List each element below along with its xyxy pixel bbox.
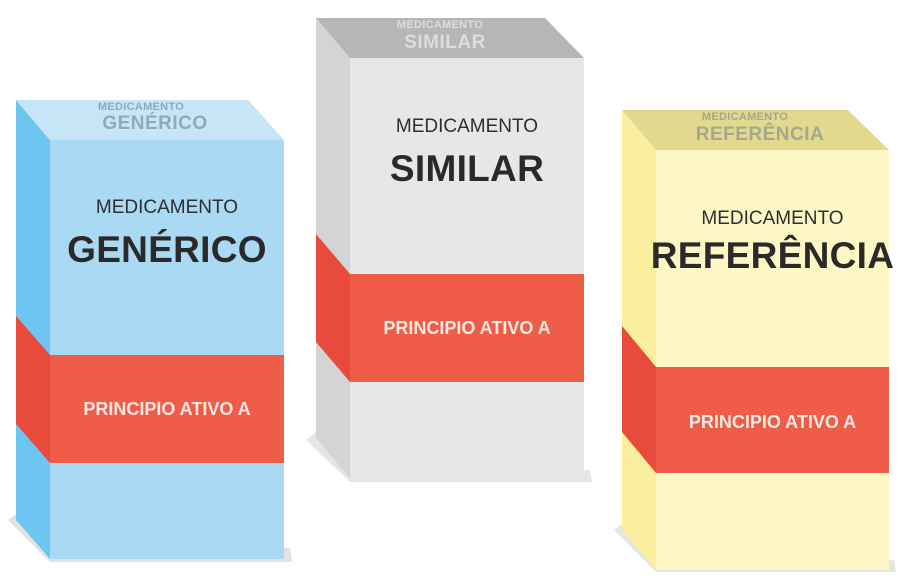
- lid-label-big-referencia: REFERÊNCIA: [695, 124, 825, 145]
- band-label-similar: PRINCIPIO ATIVO A: [383, 318, 551, 338]
- box-generico: [8, 100, 292, 562]
- box-front-face: [50, 140, 284, 559]
- box-front-face: [350, 58, 584, 478]
- band-side: [16, 316, 50, 463]
- band-side: [316, 234, 350, 382]
- lid-label-small-referencia: MEDICAMENTO: [701, 111, 789, 123]
- front-label-big-similar: SIMILAR: [389, 148, 545, 189]
- lid-label-small-generico: MEDICAMENTO: [97, 101, 185, 113]
- lid-label-big-similar: SIMILAR: [404, 32, 486, 53]
- band-label-generico: PRINCIPIO ATIVO A: [83, 399, 251, 419]
- band-side: [622, 326, 656, 473]
- band-front: [350, 274, 584, 382]
- front-label-big-referencia: REFERÊNCIA: [650, 235, 895, 276]
- front-label-big-generico: GENÉRICO: [67, 229, 267, 270]
- band-label-referencia: PRINCIPIO ATIVO A: [688, 412, 857, 432]
- box-top-face: [622, 110, 889, 150]
- front-label-small-similar: MEDICAMENTO: [395, 116, 539, 137]
- box-front-face: [656, 150, 889, 570]
- box-top-face: [16, 100, 284, 140]
- front-label-small-referencia: MEDICAMENTO: [701, 208, 844, 229]
- band-front: [656, 367, 889, 473]
- band-front: [50, 355, 284, 463]
- lid-label-big-generico: GENÉRICO: [102, 113, 208, 134]
- box-similar: [306, 18, 592, 482]
- lid-label-small-similar: MEDICAMENTO: [396, 19, 484, 31]
- box-referencia: [614, 110, 896, 572]
- front-label-small-generico: MEDICAMENTO: [95, 197, 239, 218]
- box-top-face: [316, 18, 584, 58]
